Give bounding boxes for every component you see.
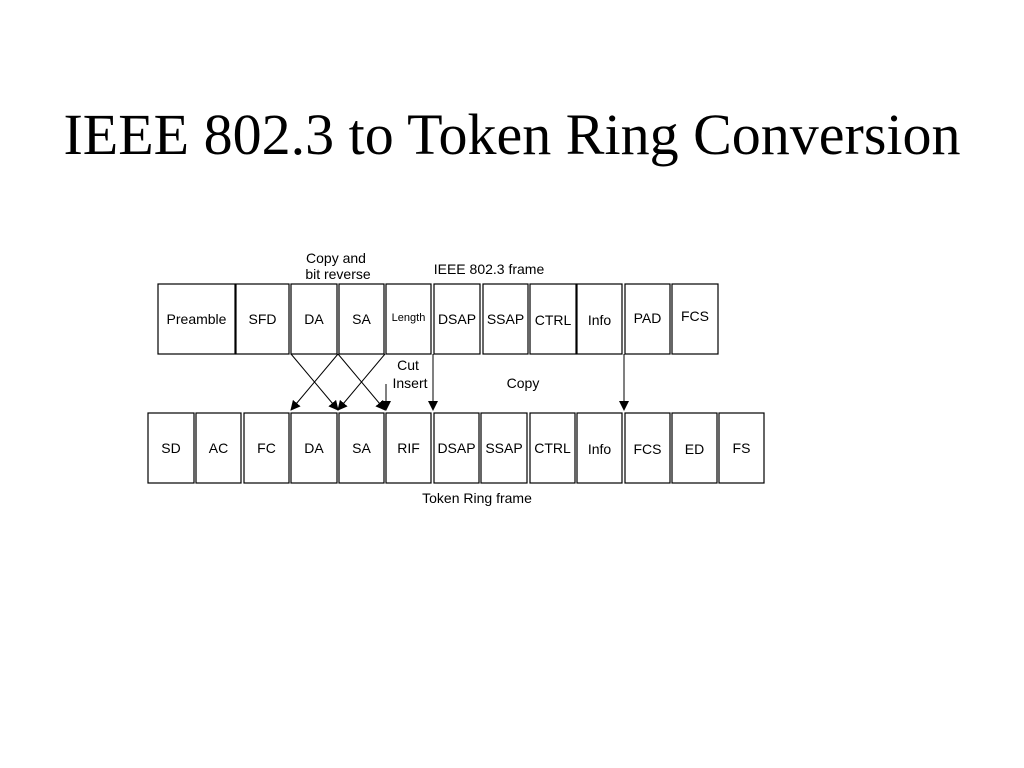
token-ring-field-ssap-box (480, 412, 528, 484)
ieee-field-dsap-label: DSAP (438, 311, 476, 327)
bit-reverse-label: bit reverse (305, 266, 371, 282)
ieee-field-pad-box (624, 283, 671, 355)
token-ring-field-ac-label: AC (209, 440, 228, 456)
token-ring-frame-row: SD AC FC DA SA RIF DSAP SSAP CTRL Info FCS ED FS (147, 412, 765, 484)
ieee-field-da-box (290, 283, 338, 355)
token-ring-field-rif-label: RIF (397, 440, 420, 456)
token-ring-field-dsap-label: DSAP (437, 440, 475, 456)
ieee-field-ctrl-box (529, 283, 577, 355)
token-ring-field-ctrl-label: CTRL (534, 440, 571, 456)
ieee-field-ssap-label: SSAP (487, 311, 524, 327)
token-ring-field-ed-box (671, 412, 718, 484)
ieee-field-fcs-box (671, 283, 719, 355)
token-ring-field-fs-label: FS (733, 440, 751, 456)
ieee-field-sa-box (338, 283, 385, 355)
ieee-field-sfd-label: SFD (249, 311, 277, 327)
token-ring-field-sa-box (338, 412, 385, 484)
sa-to-rif-arrow (337, 353, 386, 411)
ieee-field-pad-label: PAD (634, 310, 662, 326)
token-ring-field-fc-label: FC (257, 440, 276, 456)
ieee-field-ctrl-label: CTRL (535, 312, 572, 328)
ieee-field-length-box (385, 283, 432, 355)
mapping-arrows (290, 353, 629, 411)
token-ring-field-sa-label: SA (352, 440, 371, 456)
copy-and-label: Copy and (306, 250, 366, 266)
ieee-field-ssap-box (482, 283, 529, 355)
token-ring-field-fcs-label: FCS (634, 441, 662, 457)
insert-label: Insert (392, 375, 427, 391)
ieee-field-dsap-box (433, 283, 481, 355)
token-ring-field-ed-label: ED (685, 441, 704, 457)
ieee-field-length-label: Length (392, 312, 426, 324)
ieee-field-preamble-box (157, 283, 236, 355)
cut-label: Cut (397, 357, 419, 373)
ieee-field-sa-label: SA (352, 311, 371, 327)
token-ring-field-sd-label: SD (161, 440, 180, 456)
ieee-field-info-box (576, 283, 623, 355)
token-frame-caption: Token Ring frame (422, 490, 532, 506)
ieee-field-sfd-box (235, 283, 290, 355)
token-ring-field-da-label: DA (304, 440, 324, 456)
ieee-field-info-label: Info (588, 312, 612, 328)
token-ring-field-fc-box (243, 412, 290, 484)
token-ring-field-fcs-box (624, 412, 671, 484)
copy-label: Copy (507, 375, 540, 391)
ieee-field-preamble-label: Preamble (167, 311, 227, 327)
token-ring-field-ctrl-box (529, 412, 576, 484)
token-ring-field-info-label: Info (588, 441, 612, 457)
slide-title: IEEE 802.3 to Token Ring Conversion (63, 102, 961, 167)
token-ring-field-rif-box (385, 412, 432, 484)
da-to-rif-arrow (290, 353, 339, 411)
token-ring-field-ssap-label: SSAP (485, 440, 522, 456)
ieee-frame-caption: IEEE 802.3 frame (434, 261, 545, 277)
ieee-field-fcs-label: FCS (681, 308, 709, 324)
ieee-field-da-label: DA (304, 311, 324, 327)
token-ring-field-ac-box (195, 412, 242, 484)
token-ring-field-fs-box (718, 412, 765, 484)
token-ring-field-info-box (576, 412, 623, 484)
ieee-frame-row: Preamble SFD DA SA Length DSAP SSAP CTRL Info PAD… (157, 283, 719, 355)
token-ring-field-sd-box (147, 412, 195, 484)
token-ring-field-da-box (290, 412, 338, 484)
token-ring-field-dsap-box (433, 412, 480, 484)
